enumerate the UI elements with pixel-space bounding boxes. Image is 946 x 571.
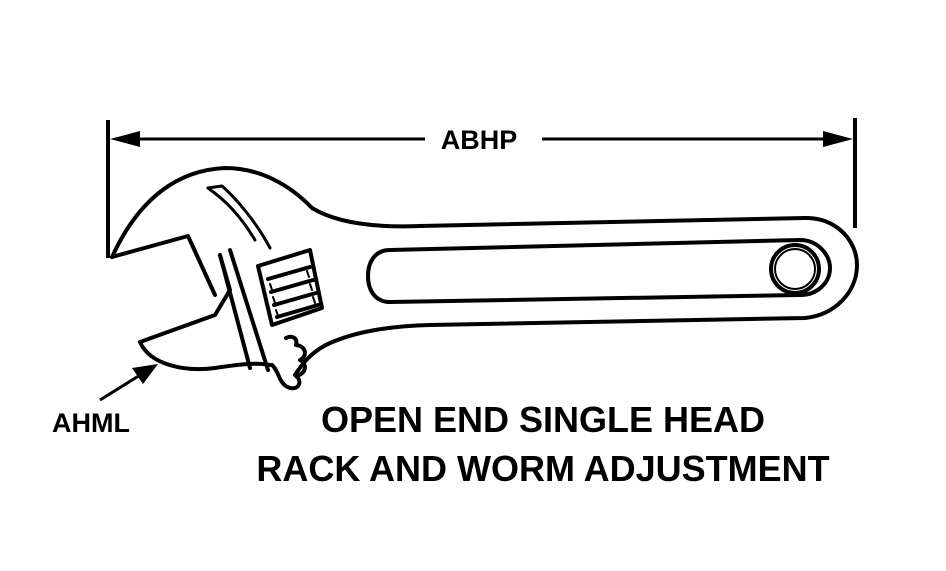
fixed-jaw-face <box>110 234 217 297</box>
callout-label: AHML <box>52 408 130 438</box>
jaw-rack <box>218 248 270 372</box>
caption-line-2: RACK AND WORM ADJUSTMENT <box>256 448 829 489</box>
wrench-head-outline <box>110 166 859 377</box>
head-inner-contour <box>206 186 257 242</box>
handle-slot <box>366 238 832 304</box>
callout-leader <box>99 364 158 402</box>
dimension-arrowhead-left <box>110 131 140 147</box>
hang-hole-inner <box>774 248 816 290</box>
dimension-arrowhead-right <box>823 131 853 147</box>
hang-hole-outer <box>769 243 821 295</box>
callout-leader-line <box>99 370 146 402</box>
worm-threads <box>266 265 320 319</box>
caption-line-1: OPEN END SINGLE HEAD <box>321 399 765 440</box>
head-inner-contour-2 <box>206 184 272 250</box>
overall-length-dimension <box>106 118 857 258</box>
callout-arrowhead <box>132 364 158 384</box>
dimension-label: ABHP <box>441 125 518 155</box>
worm-housing <box>256 248 324 327</box>
rack-teeth <box>270 334 307 391</box>
wrench-drawing <box>110 166 859 391</box>
worm-thread-ticks <box>269 270 316 317</box>
